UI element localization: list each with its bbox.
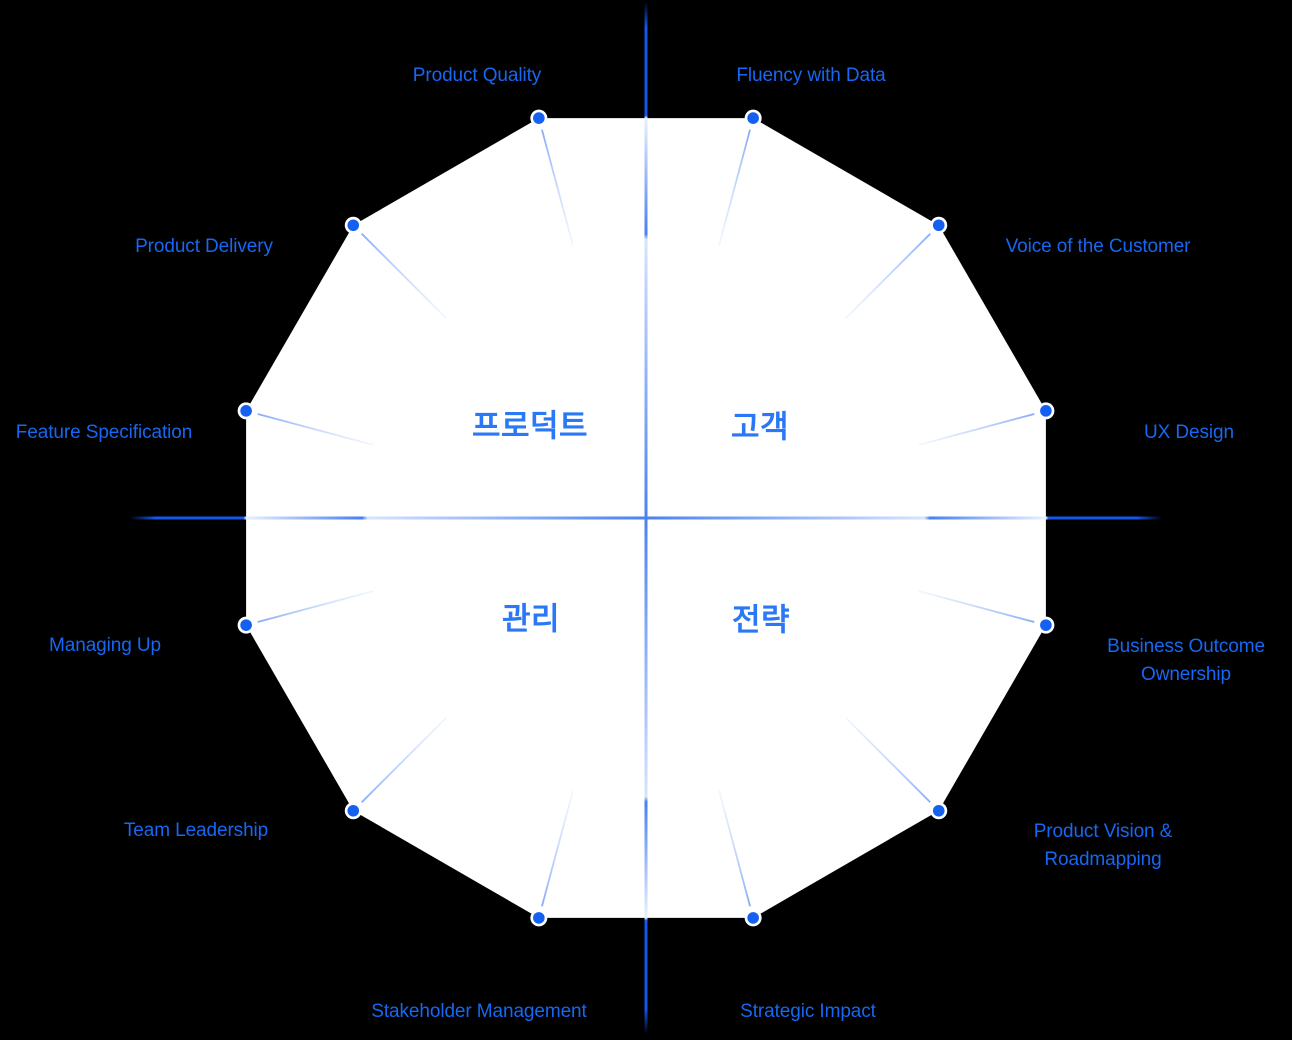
spoke-label-stakeholder-management: Stakeholder Management [371, 1001, 587, 1022]
dot-ux-design [1040, 405, 1052, 417]
spoke-label-team-leadership: Team Leadership [123, 820, 269, 841]
spoke-line-strategic-impact [718, 790, 751, 907]
spoke-line-voice-of-the-customer [844, 233, 931, 320]
dot-product-quality [533, 112, 545, 124]
dot-product-vision-roadmapping [932, 804, 945, 817]
spoke-label-business-outcome-ownership: Business Outcome Ownership [1107, 636, 1265, 685]
spoke-line-fluency-with-data [718, 129, 751, 246]
spoke-label-managing-up: Managing Up [49, 635, 161, 656]
spoke-line-stakeholder-management [541, 790, 574, 907]
spoke-label-fluency-with-data: Fluency with Data [736, 65, 886, 86]
dot-business-outcome-ownership [1040, 619, 1052, 631]
spoke-label-ux-design: UX Design [1144, 422, 1234, 443]
spoke-line-team-leadership [361, 716, 448, 803]
quadrant-label-customer: 고객 [730, 409, 790, 445]
dot-managing-up [240, 619, 252, 631]
spoke-line-product-delivery [361, 233, 448, 320]
spoke-label-voice-of-the-customer: Voice of the Customer [1005, 236, 1191, 257]
spoke-label-strategic-impact: Strategic Impact [740, 1001, 876, 1022]
quadrant-label-management: 관리 [501, 601, 561, 637]
spoke-line-product-quality [541, 129, 574, 246]
quadrant-label-strategy: 전략 [731, 602, 791, 638]
spoke-line-feature-specification [257, 413, 374, 446]
quadrant-label-product: 프로덕트 [471, 408, 589, 444]
spoke-label-product-quality: Product Quality [412, 65, 542, 86]
spoke-label-feature-specification: Feature Specification [15, 422, 193, 443]
spoke-line-ux-design [918, 413, 1035, 446]
spoke-line-business-outcome-ownership [918, 590, 1035, 623]
dot-voice-of-the-customer [932, 219, 945, 232]
dot-fluency-with-data [747, 112, 759, 124]
spoke-line-managing-up [257, 590, 374, 623]
spoke-line-product-vision-roadmapping [844, 716, 931, 803]
spoke-label-product-delivery: Product Delivery [135, 236, 273, 257]
dot-feature-specification [240, 405, 252, 417]
spoke-label-product-vision-roadmapping: Product Vision & Roadmapping [1033, 821, 1173, 870]
dot-stakeholder-management [533, 912, 545, 924]
dot-team-leadership [347, 804, 360, 817]
dot-strategic-impact [747, 912, 759, 924]
dot-product-delivery [347, 219, 360, 232]
